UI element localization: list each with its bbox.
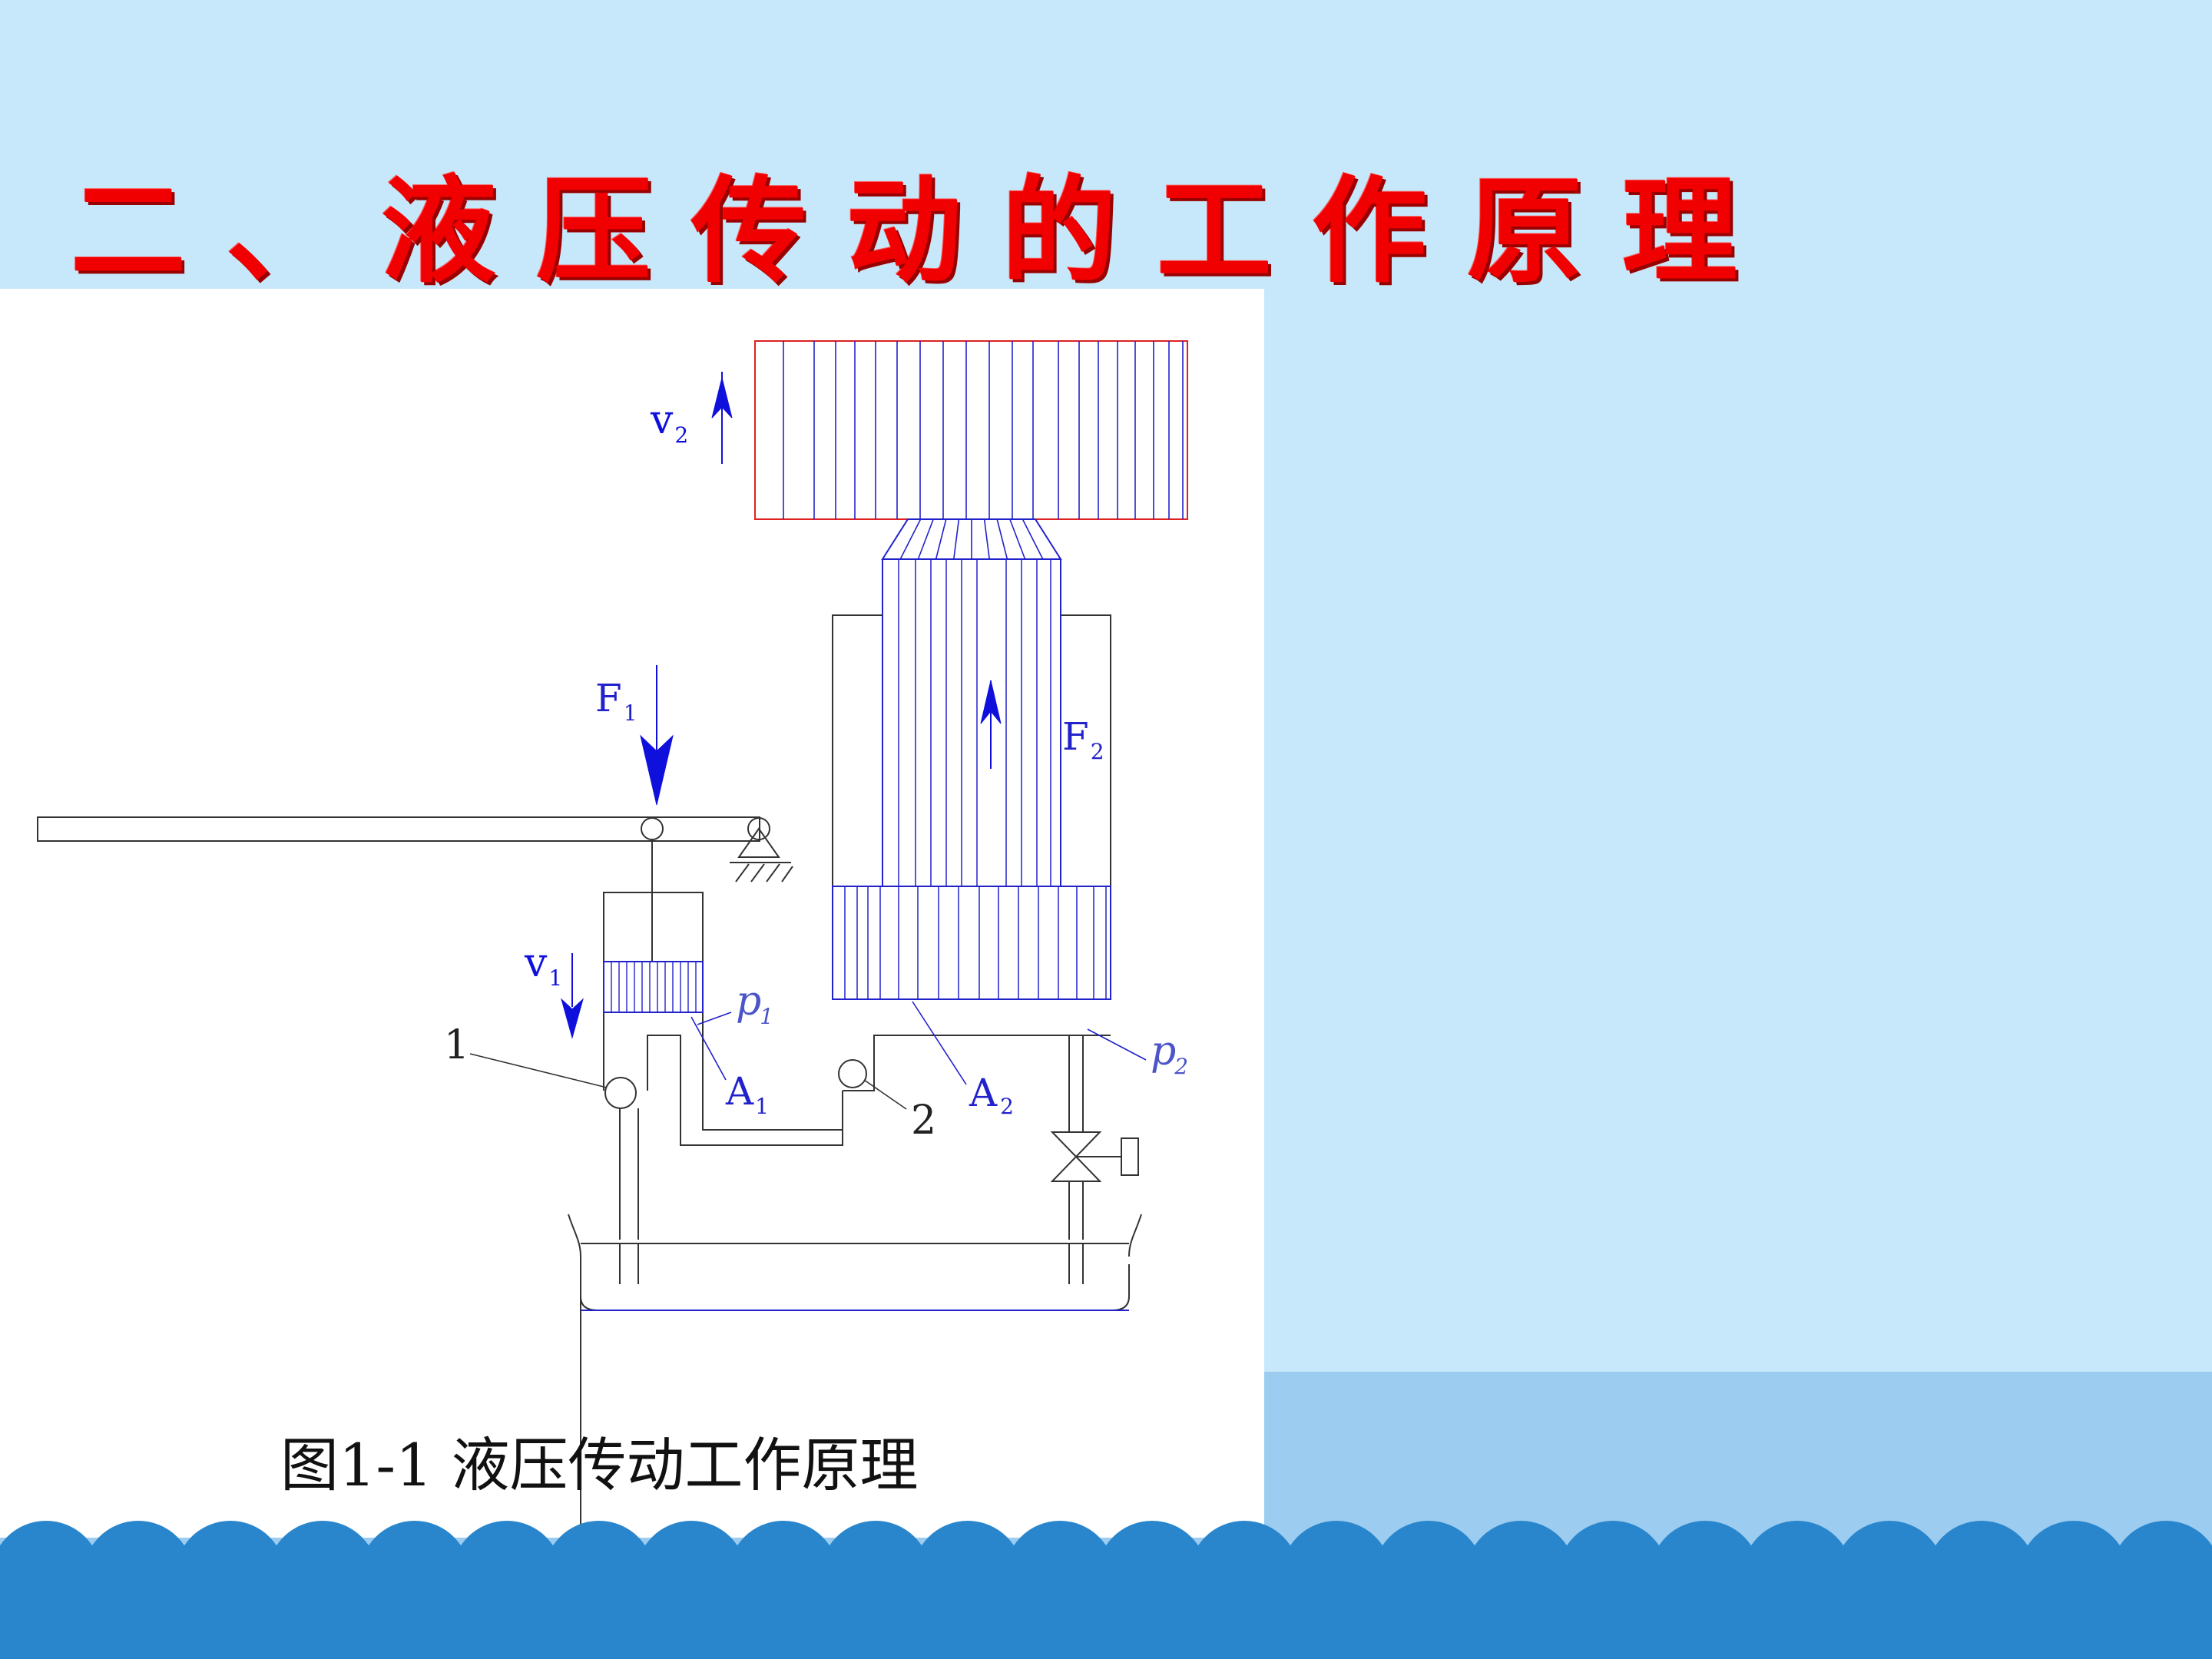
- label-a1: A1: [725, 1069, 769, 1119]
- arrow-v2: [711, 372, 733, 464]
- label-f1: F1: [595, 676, 637, 726]
- label-valve-1: 1: [444, 1022, 469, 1068]
- label-valve-2: 2: [911, 1098, 936, 1144]
- arrow-v1: [561, 953, 584, 1039]
- arrow-f1: [640, 665, 674, 806]
- base-channels: [843, 1035, 1111, 1132]
- ram-neck: [881, 518, 1062, 560]
- large-cylinder: [832, 614, 1111, 1000]
- load-block: [754, 340, 1188, 520]
- oil-tank: [568, 1214, 1142, 1538]
- suction-pipe: [619, 1108, 639, 1284]
- shutoff-valve: [1050, 1131, 1139, 1284]
- label-v1: v1: [524, 940, 562, 991]
- hydraulic-diagram: v2 F1 F2 v1 p1 p2 A1 A2 1 2: [37, 340, 1188, 1538]
- large-piston: [832, 886, 1111, 1000]
- label-v2: v2: [650, 397, 688, 448]
- large-ram: [882, 559, 1061, 886]
- label-p1: p1: [736, 979, 773, 1029]
- figure-caption: 图1-1 液压传动工作原理: [280, 1431, 919, 1499]
- leader-lines: [469, 1001, 1147, 1110]
- arrow-f2: [980, 680, 1002, 769]
- check-valve-1: [604, 1077, 637, 1109]
- small-piston: [603, 961, 704, 1013]
- check-valve-2: [838, 1059, 867, 1088]
- small-cylinder: [603, 892, 843, 1146]
- lever: [37, 816, 793, 962]
- label-p2: p2: [1151, 1028, 1188, 1079]
- slide-title: 二、液压传动的工作原理: [71, 165, 1778, 299]
- label-f2: F2: [1062, 714, 1104, 764]
